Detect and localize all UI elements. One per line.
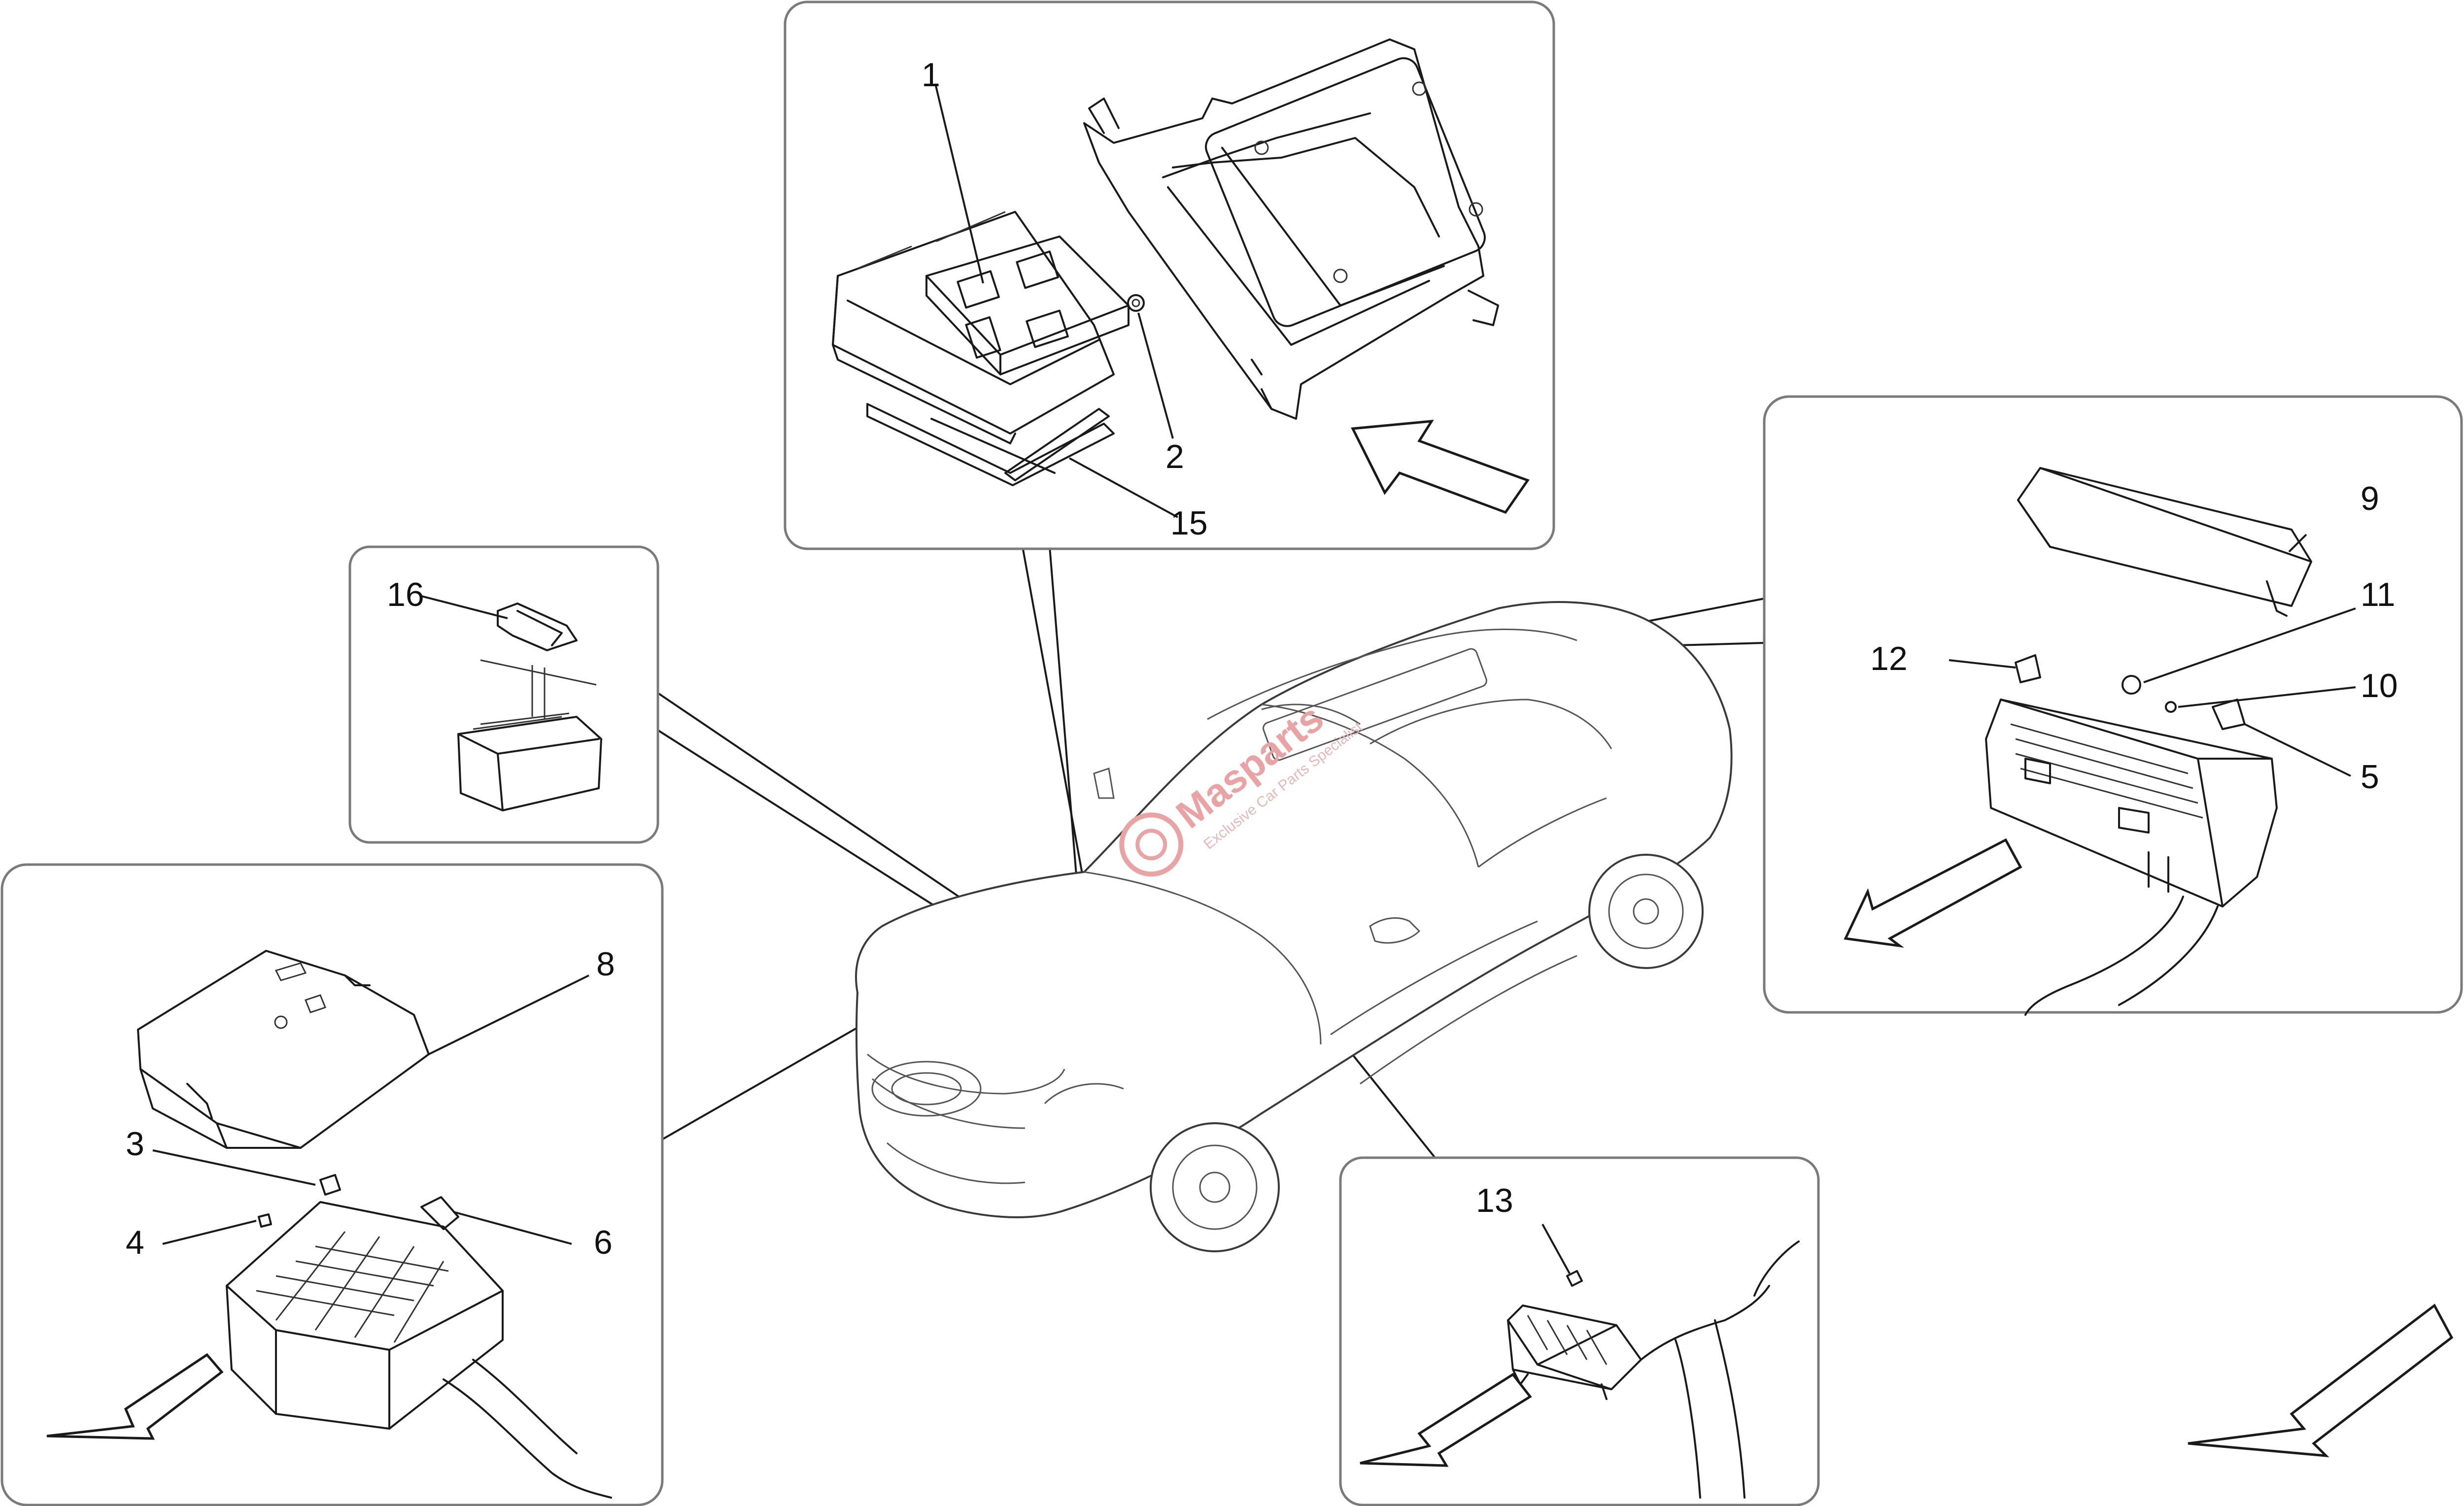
direction-arrow-icon [46, 1353, 224, 1440]
watermark-logo-icon [1119, 812, 1184, 877]
direction-arrow-icon [1360, 1372, 1532, 1467]
direction-arrow-icon [2188, 1304, 2454, 1458]
callout-2: 2 [1165, 438, 1184, 475]
direction-arrow-icon [1351, 420, 1530, 514]
callout-11: 11 [2361, 576, 2396, 613]
detail-box-engine-fuse-box: 8 3 4 6 [0, 863, 664, 1506]
callout-4: 4 [126, 1224, 144, 1261]
callout-16: 16 [387, 576, 424, 613]
detail-box-control-unit: 1 2 15 [784, 0, 1555, 550]
callout-8: 8 [596, 945, 615, 983]
callout-12: 12 [1870, 640, 1908, 677]
callout-5: 5 [2361, 758, 2379, 796]
callout-13: 13 [1476, 1182, 1513, 1219]
callout-15: 15 [1170, 504, 1208, 542]
detail-box-fuse-16: 16 [348, 545, 659, 844]
car-illustration [855, 601, 1733, 1252]
callout-1: 1 [922, 56, 940, 94]
detail-box-rear-fuse-box: 9 11 10 5 12 [1763, 395, 2463, 1016]
callout-9: 9 [2361, 480, 2379, 517]
detail-box-relay-13: 13 [1339, 1156, 1820, 1506]
callout-10: 10 [2361, 667, 2398, 704]
callout-6: 6 [594, 1224, 613, 1261]
direction-arrow-icon [1844, 838, 2022, 948]
callout-3: 3 [126, 1125, 144, 1163]
